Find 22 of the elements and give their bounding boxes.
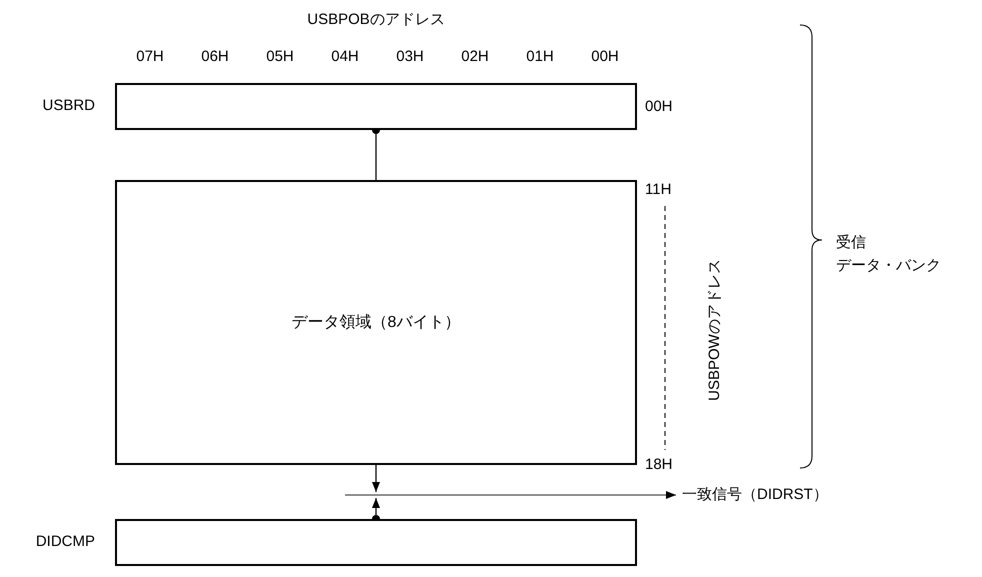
address-label: 03H (396, 47, 424, 67)
arrow (372, 465, 380, 492)
address-label: 07H (136, 47, 164, 67)
address-label: 受信 (836, 233, 866, 253)
register-box (115, 180, 637, 465)
address-label: 04H (331, 47, 359, 67)
address-label: USBPOBのアドレス (307, 10, 445, 30)
axis-label: USBPOWのアドレス (705, 259, 724, 401)
address-label: 18H (645, 455, 673, 475)
address-label: 06H (201, 47, 229, 67)
address-label: 05H (266, 47, 294, 67)
address-label: 02H (461, 47, 489, 67)
arrow (345, 491, 676, 499)
area-label: データ領域（8バイト） (292, 312, 460, 332)
address-label: 01H (526, 47, 554, 67)
address-label: 11H (645, 180, 672, 200)
register-name: DIDCMP (36, 532, 95, 552)
address-label: 00H (591, 47, 619, 67)
signal-label: 一致信号（DIDRST） (682, 484, 828, 506)
address-label: データ・バンク (836, 256, 941, 276)
address-label: 00H (645, 97, 673, 117)
register-name: USBRD (42, 96, 95, 116)
